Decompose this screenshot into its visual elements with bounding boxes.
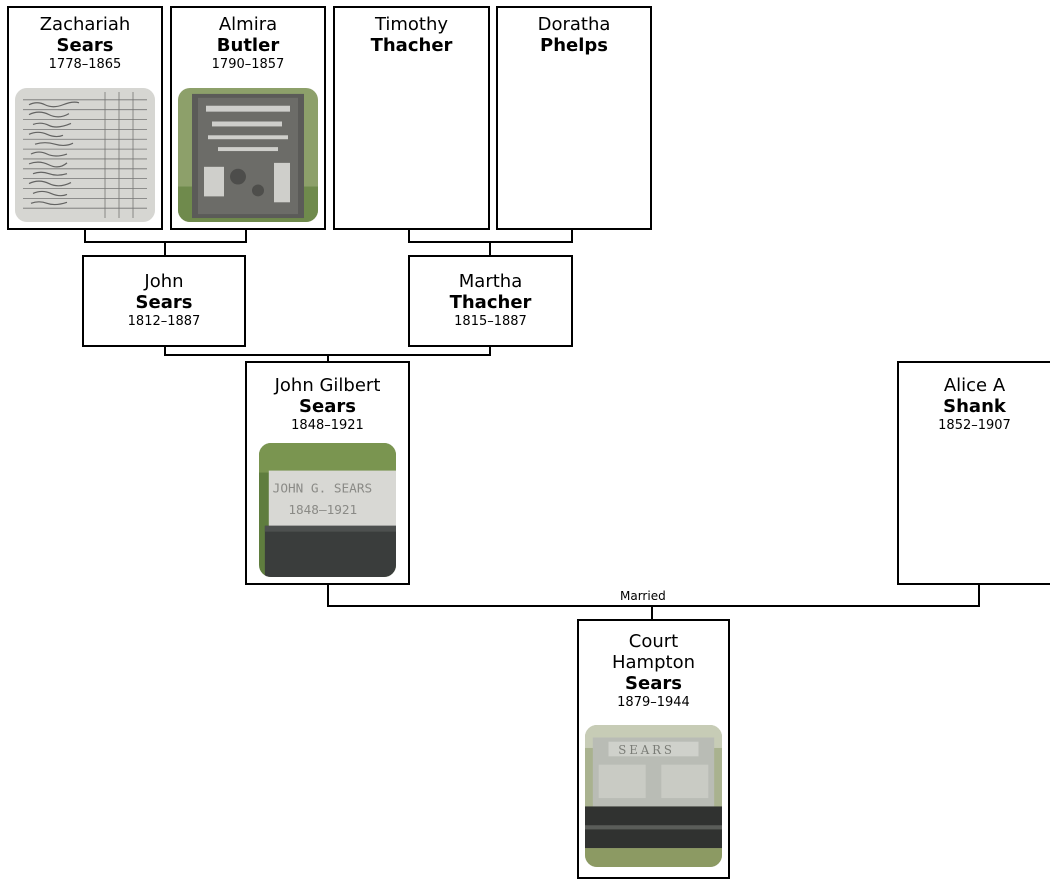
surname: Sears	[625, 673, 682, 694]
given-name: Doratha	[537, 14, 611, 35]
life-dates: 1879–1944	[617, 695, 690, 710]
surname: Thacher	[449, 292, 532, 313]
given-name: Court Hampton	[611, 631, 695, 673]
connector-line	[489, 241, 491, 257]
connector-line	[651, 605, 653, 621]
connector-line	[408, 228, 410, 242]
person-card-alice-shank[interactable]: Alice A Shank 1852–1907	[897, 361, 1050, 585]
connector-line	[245, 228, 247, 242]
census-record-photo[interactable]	[15, 88, 155, 222]
connector-line	[571, 228, 573, 242]
surname: Shank	[943, 396, 1006, 417]
surname: Sears	[56, 35, 114, 56]
person-card-john-sears[interactable]: John Sears 1812–1887	[82, 255, 246, 347]
connector-line	[84, 228, 86, 242]
marriage-line	[327, 605, 980, 607]
person-card-john-gilbert-sears[interactable]: John Gilbert Sears 1848–1921 JOHN G. SEA…	[245, 361, 410, 585]
gravestone-inscription-name: JOHN G. SEARS	[273, 481, 372, 496]
surname: Sears	[299, 396, 356, 417]
connector-line	[164, 241, 166, 257]
connector-line	[978, 583, 980, 606]
life-dates: 1852–1907	[938, 418, 1011, 433]
connector-line	[327, 354, 329, 363]
person-card-almira-butler[interactable]: Almira Butler 1790–1857	[170, 6, 326, 230]
given-name: Almira	[218, 14, 278, 35]
given-name: Alice A	[943, 375, 1006, 396]
given-name: Martha	[458, 271, 523, 292]
person-card-doratha-phelps[interactable]: Doratha Phelps	[496, 6, 652, 230]
gravestone-photo[interactable]	[178, 88, 318, 222]
gravestone-photo[interactable]: SEARS	[585, 725, 722, 867]
married-label: Married	[620, 589, 666, 603]
life-dates: 1812–1887	[127, 314, 201, 329]
life-dates: 1815–1887	[454, 314, 527, 329]
life-dates: 1848–1921	[291, 418, 364, 433]
given-name: Zachariah	[39, 14, 131, 35]
person-card-zachariah-sears[interactable]: Zachariah Sears 1778–1865	[7, 6, 163, 230]
surname: Sears	[135, 292, 193, 313]
given-name: Timothy	[374, 14, 449, 35]
person-card-timothy-thacher[interactable]: Timothy Thacher	[333, 6, 490, 230]
given-name: John Gilbert	[274, 375, 381, 396]
person-card-martha-thacher[interactable]: Martha Thacher 1815–1887	[408, 255, 573, 347]
gravestone-photo[interactable]: JOHN G. SEARS 1848—1921	[259, 443, 396, 577]
life-dates: 1778–1865	[48, 57, 122, 72]
surname: Phelps	[540, 35, 608, 56]
connector-line	[489, 345, 491, 355]
connector-line	[327, 583, 329, 606]
given-name: John	[144, 271, 184, 292]
surname: Thacher	[370, 35, 453, 56]
gravestone-inscription-name: SEARS	[618, 743, 675, 757]
person-card-court-hampton-sears[interactable]: Court Hampton Sears 1879–1944 SEARS	[577, 619, 730, 879]
surname: Butler	[216, 35, 280, 56]
connector-line	[164, 345, 166, 355]
gravestone-inscription-dates: 1848—1921	[288, 503, 357, 518]
life-dates: 1790–1857	[211, 57, 285, 72]
